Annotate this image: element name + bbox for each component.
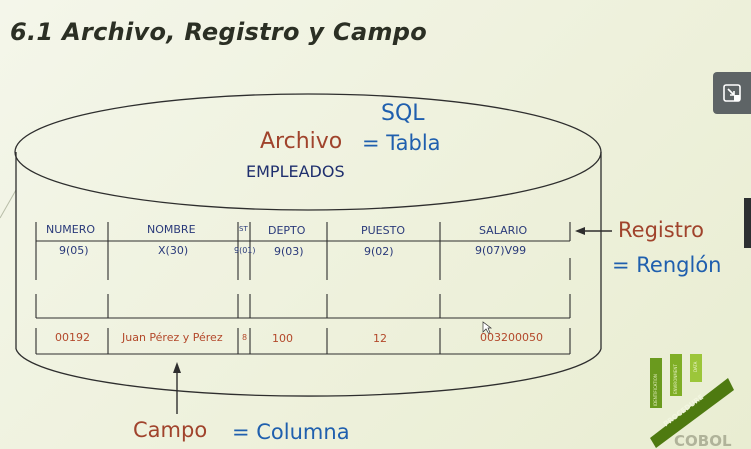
registro-arrow [575, 227, 612, 235]
record-row-empty [35, 294, 571, 319]
logo-bar-environment: ENVIRONMENT [673, 364, 678, 394]
field-header-numero: NUMERO [46, 223, 96, 236]
field-header-puesto: PUESTO [361, 224, 405, 237]
field-pic-salario: 9(07)V99 [475, 244, 527, 257]
field-header-salario: SALARIO [479, 224, 528, 237]
sql-label: SQL [381, 101, 425, 126]
field-value-depto: 100 [272, 332, 293, 345]
columna-label: = Columna [232, 420, 350, 444]
logo-bar-identification: IDENTIFICATION [653, 374, 658, 406]
field-pic-nombre: X(30) [158, 244, 189, 257]
field-header-depto: DEPTO [268, 224, 306, 237]
slide-title: 6.1 Archivo, Registro y Campo [10, 18, 428, 46]
campo-label: Campo [133, 418, 208, 442]
record-row-header [35, 222, 571, 280]
logo-bar-data: DATA [693, 361, 698, 372]
field-value-salario: 003200050 [480, 331, 543, 344]
side-panel-tab[interactable] [744, 198, 751, 248]
field-pic-numero: 9(05) [59, 244, 89, 257]
field-value-puesto: 12 [373, 332, 387, 345]
exit-fullscreen-icon [723, 84, 741, 102]
field-value-st: 8 [242, 333, 248, 342]
record-row-values [35, 328, 571, 355]
field-header-nombre: NOMBRE [147, 223, 196, 236]
tabla-label: = Tabla [362, 131, 441, 155]
mouse-cursor [482, 321, 493, 335]
cobol-wordmark: COBOL [674, 432, 732, 449]
cobol-logo: COBOL IDENTIFICATION ENVIRONMENT DATA PR… [618, 352, 751, 449]
exit-fullscreen-button[interactable] [713, 72, 751, 114]
field-header-st: ST [239, 225, 248, 233]
field-value-numero: 00192 [55, 331, 90, 344]
registro-label: Registro [618, 218, 704, 242]
renglon-label: = Renglón [612, 253, 722, 277]
archivo-label: Archivo [260, 129, 343, 154]
campo-arrow [173, 362, 181, 414]
field-pic-puesto: 9(02) [364, 245, 394, 258]
table-name-label: EMPLEADOS [246, 162, 345, 181]
field-value-nombre: Juan Pérez y Pérez [122, 331, 223, 344]
field-pic-depto: 9(03) [274, 245, 304, 258]
field-pic-st: 9(01) [234, 246, 256, 255]
